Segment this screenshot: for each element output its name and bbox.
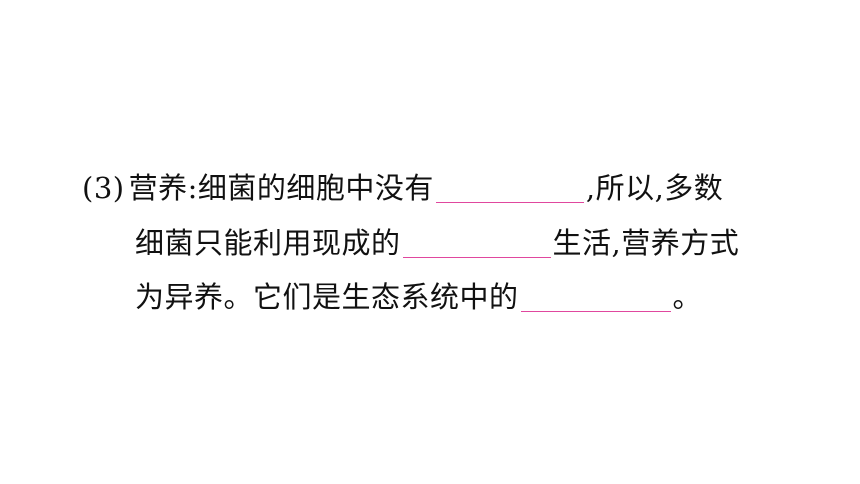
text-segment: 营养:细菌的细胞中没有 xyxy=(128,171,434,205)
text-segment: 细菌只能利用现成的 xyxy=(135,226,401,260)
text-segment: ,所以,多数 xyxy=(585,171,724,205)
question-number: (3) xyxy=(82,171,125,205)
question-line-2: 细菌只能利用现成的 生活,营养方式 xyxy=(135,223,739,263)
text-segment: 生活,营养方式 xyxy=(552,226,740,260)
question-line-3: 为异养。它们是生态系统中的 。 xyxy=(135,277,702,317)
text-segment: 为异养。它们是生态系统中的 xyxy=(135,280,519,314)
answer-blank-2[interactable] xyxy=(402,223,551,258)
question-line-1: (3)营养:细菌的细胞中没有 ,所以,多数 xyxy=(82,168,723,208)
answer-blank-3[interactable] xyxy=(520,277,671,312)
text-segment: 。 xyxy=(672,280,703,314)
answer-blank-1[interactable] xyxy=(435,168,584,203)
